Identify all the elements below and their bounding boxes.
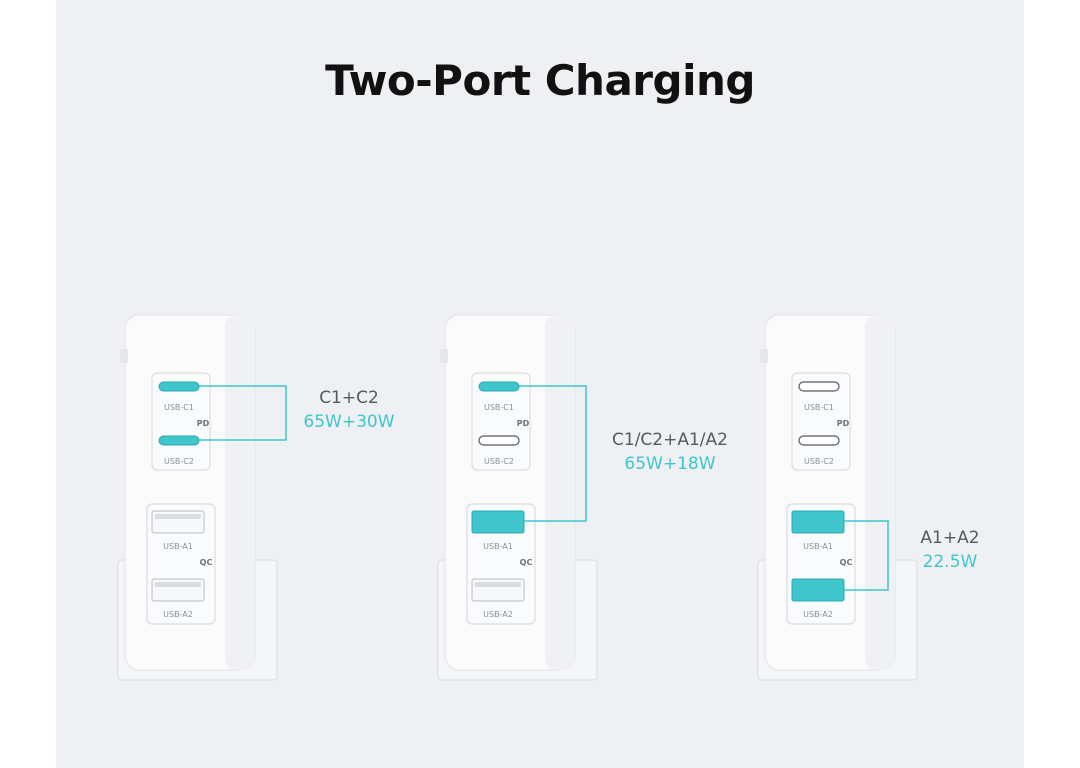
power-text: 65W+30W [303,412,395,432]
pd-label: PD [837,419,850,428]
usb-c-port-group: USB-C1 PD USB-C2 [471,372,531,471]
qc-label: QC [840,558,853,567]
connector-line [844,520,889,591]
charger-body [757,314,918,681]
page-title: Two-Port Charging [325,56,755,105]
combo-text: A1+A2 [920,528,980,548]
usb-a1-port [471,510,525,534]
pd-label: PD [517,419,530,428]
usb-c2-port [158,435,200,446]
charger-illustration-c-a: USB-C1 PD USB-C2 USB-A1 QC USB-A2 [437,314,598,681]
usb-a-port-group: USB-A1 QC USB-A2 [146,503,216,625]
usb-c2-port [798,435,840,446]
usb-c2-label: USB-C2 [484,457,514,466]
power-text: 65W+18W [624,454,716,474]
charger-body [117,314,278,681]
connector-line [519,385,587,522]
usb-c1-port [158,381,200,392]
charger-body [437,314,598,681]
connector-line [199,385,287,441]
config-label-1: C1+C2 65W+30W [290,386,408,434]
usb-a2-label: USB-A2 [163,610,193,619]
usb-a-port-group: USB-A1 QC USB-A2 [786,503,856,625]
usb-a2-port [791,578,845,602]
qc-label: QC [200,558,213,567]
usb-c1-label: USB-C1 [804,403,834,412]
combo-text: C1/C2+A1/A2 [612,430,728,450]
usb-a1-label: USB-A1 [483,542,513,551]
usb-c2-label: USB-C2 [804,457,834,466]
usb-a-port-group: USB-A1 QC USB-A2 [466,503,536,625]
usb-c-port-group: USB-C1 PD USB-C2 [151,372,211,471]
usb-a1-label: USB-A1 [803,542,833,551]
usb-c1-label: USB-C1 [484,403,514,412]
usb-a1-port [791,510,845,534]
usb-a2-label: USB-A2 [803,610,833,619]
charger-illustration-a1-a2: USB-C1 PD USB-C2 USB-A1 QC USB-A2 [757,314,918,681]
usb-c1-port [478,381,520,392]
usb-c1-label: USB-C1 [164,403,194,412]
power-text: 22.5W [922,552,978,572]
pd-label: PD [197,419,210,428]
combo-text: C1+C2 [319,388,379,408]
usb-c2-port [478,435,520,446]
usb-c1-port [798,381,840,392]
usb-a1-label: USB-A1 [163,542,193,551]
usb-c-port-group: USB-C1 PD USB-C2 [791,372,851,471]
usb-a2-label: USB-A2 [483,610,513,619]
qc-label: QC [520,558,533,567]
usb-c2-label: USB-C2 [164,457,194,466]
config-label-2: C1/C2+A1/A2 65W+18W [590,428,750,476]
config-label-3: A1+A2 22.5W [905,526,995,574]
charger-illustration-c1-c2: USB-C1 PD USB-C2 USB-A1 QC USB-A2 [117,314,287,681]
